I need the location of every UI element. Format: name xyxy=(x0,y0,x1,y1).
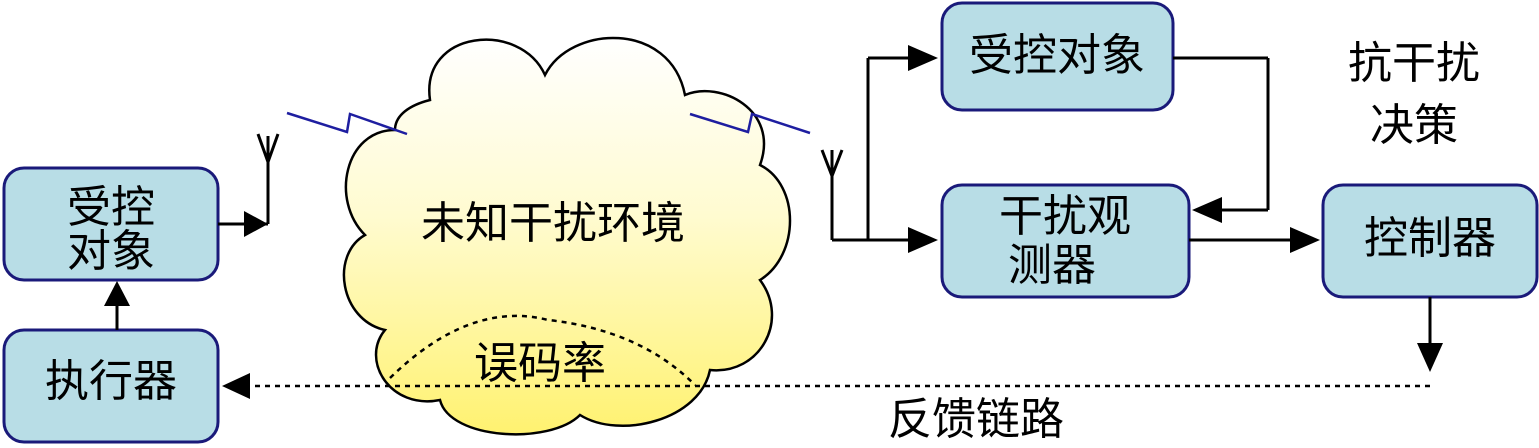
observer-label-1: 干扰观 xyxy=(999,191,1131,242)
ber-label: 误码率 xyxy=(474,338,606,389)
controller-label: 控制器 xyxy=(1364,213,1496,264)
feedback-label: 反馈链路 xyxy=(888,394,1064,445)
plant-left-label-2: 对象 xyxy=(67,226,155,277)
ber-arc xyxy=(389,314,696,386)
plant-right-label: 受控对象 xyxy=(969,30,1145,81)
link-plant-observer xyxy=(1173,56,1270,223)
feedback-link xyxy=(222,373,1430,399)
interference-cloud xyxy=(342,36,792,436)
observer-label-2: 测器 xyxy=(1008,240,1096,291)
antenna-left xyxy=(218,133,280,237)
radio-wave-right xyxy=(689,112,811,135)
actuator-box xyxy=(2,328,220,444)
actuator-label: 执行器 xyxy=(45,356,177,407)
radio-wave-left xyxy=(286,111,408,136)
plant-left-label-1: 受控 xyxy=(67,182,155,233)
antenna-right xyxy=(820,149,844,240)
decision-label-2: 决策 xyxy=(1370,100,1458,151)
link-antenna-observer xyxy=(832,45,938,253)
environment-label: 未知干扰环境 xyxy=(421,198,685,249)
decision-label-1: 抗干扰 xyxy=(1348,38,1480,89)
link-actuator-plant xyxy=(104,281,130,330)
link-observer-controller xyxy=(1189,227,1320,253)
link-controller-down xyxy=(1417,297,1443,372)
